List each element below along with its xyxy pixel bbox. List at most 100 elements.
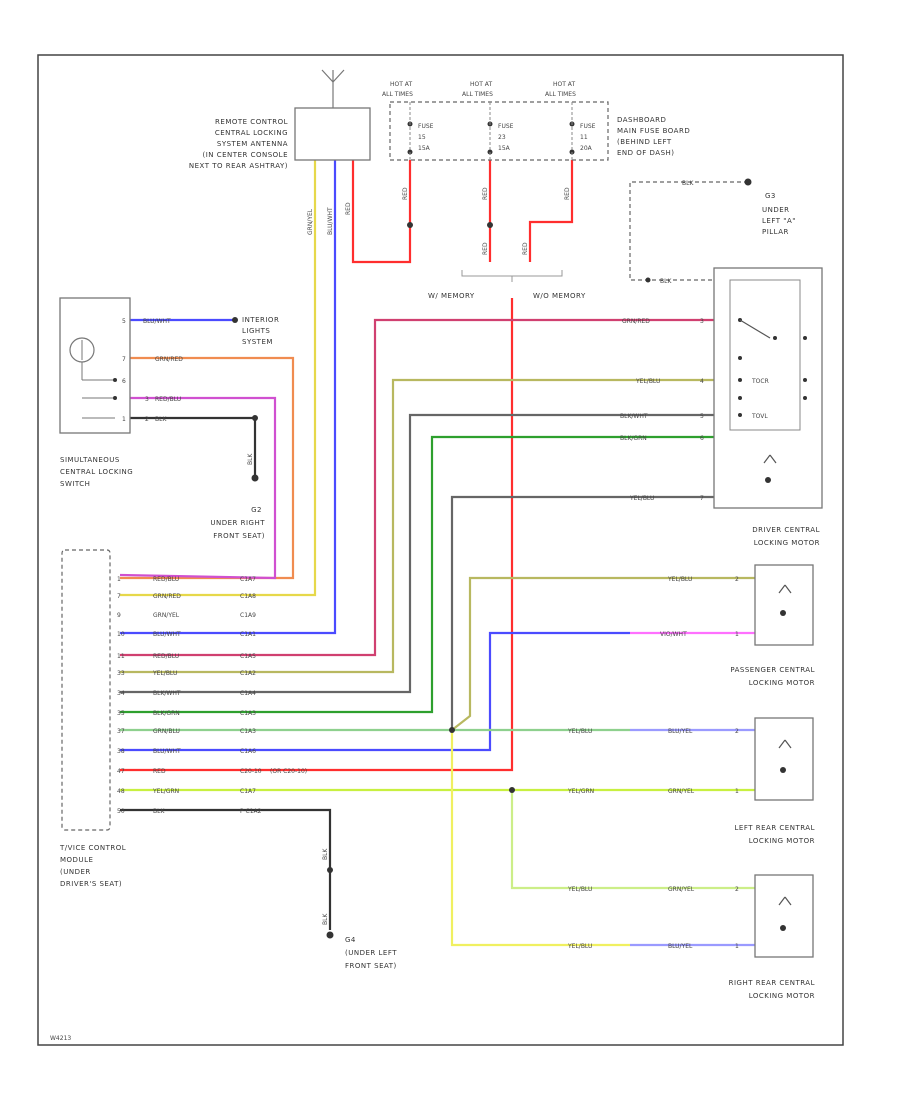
module-pin-number: 47 bbox=[117, 768, 125, 775]
module-connector-id: C1A5 bbox=[240, 653, 256, 660]
g2-label: G2 UNDER RIGHT FRONT SEAT) bbox=[210, 506, 265, 540]
diagram-code: W4213 bbox=[50, 1035, 71, 1042]
wire-antenna-red bbox=[351, 160, 412, 264]
simultaneous-switch bbox=[59, 297, 131, 434]
svg-text:RED: RED bbox=[402, 187, 409, 200]
driver-wire-labels: GRN/RED YEL/BLU BLK/WHT BLK/GRN YEL/BLU … bbox=[620, 318, 769, 502]
svg-text:INTERIOR: INTERIOR bbox=[242, 316, 279, 324]
svg-text:SYSTEM: SYSTEM bbox=[242, 338, 273, 346]
svg-text:LOCKING MOTOR: LOCKING MOTOR bbox=[749, 837, 815, 845]
diagram-frame bbox=[37, 54, 844, 1046]
right-rear-wire-labels: YEL/BLU GRN/YEL YEL/BLU BLU/YEL 2 1 bbox=[567, 886, 739, 950]
wire-label: GRN/YEL bbox=[307, 208, 314, 235]
module-wire-color: BLK/WHT bbox=[153, 690, 181, 697]
module-connector-id: C1A1 bbox=[240, 631, 256, 638]
wire-passenger-blu bbox=[120, 631, 630, 752]
svg-text:BLU/YEL: BLU/YEL bbox=[668, 943, 693, 950]
wire-group bbox=[119, 160, 755, 947]
svg-text:FUSE: FUSE bbox=[418, 123, 434, 130]
svg-text:BLK: BLK bbox=[660, 278, 672, 285]
svg-text:GRN/RED: GRN/RED bbox=[155, 356, 183, 363]
wire-passenger-yel-blu bbox=[451, 576, 755, 731]
module-pin-number: 33 bbox=[117, 670, 125, 677]
wire-driver-yel-blu bbox=[120, 378, 714, 674]
svg-text:(UNDER LEFT: (UNDER LEFT bbox=[345, 949, 397, 957]
switch-title: SIMULTANEOUS CENTRAL LOCKING SWITCH bbox=[60, 456, 133, 488]
svg-text:5: 5 bbox=[700, 413, 704, 420]
svg-text:3: 3 bbox=[145, 396, 149, 403]
module-connector-id: C20-10 bbox=[240, 768, 262, 775]
svg-text:GRN/RED: GRN/RED bbox=[622, 318, 650, 325]
svg-text:ALL TIMES: ALL TIMES bbox=[545, 91, 576, 98]
module-pin-number: 48 bbox=[117, 788, 125, 795]
module-wire-color: RED/BLU bbox=[153, 576, 179, 583]
svg-text:MODULE: MODULE bbox=[60, 856, 93, 864]
svg-text:DRIVER'S SEAT): DRIVER'S SEAT) bbox=[60, 880, 122, 888]
svg-text:GRN/YEL: GRN/YEL bbox=[668, 886, 695, 893]
svg-text:T/VICE CONTROL: T/VICE CONTROL bbox=[59, 844, 126, 852]
module-pin-number: 1 bbox=[117, 576, 121, 583]
module-wire-color: YEL/BLU bbox=[152, 670, 177, 677]
svg-text:TOVL: TOVL bbox=[751, 413, 768, 420]
svg-text:LOCKING MOTOR: LOCKING MOTOR bbox=[754, 539, 820, 547]
svg-text:5: 5 bbox=[122, 318, 126, 325]
svg-text:GRN/YEL: GRN/YEL bbox=[668, 788, 695, 795]
module-connector-id: C1A3 bbox=[240, 710, 256, 717]
svg-text:1: 1 bbox=[735, 788, 739, 795]
svg-text:FUSE: FUSE bbox=[498, 123, 514, 130]
svg-text:PASSENGER CENTRAL: PASSENGER CENTRAL bbox=[730, 666, 815, 674]
module-wire-color: YEL/GRN bbox=[152, 788, 179, 795]
wire-fuse11 bbox=[528, 160, 574, 262]
wire-driver-blk-grn bbox=[120, 435, 714, 714]
svg-text:20A: 20A bbox=[580, 145, 593, 152]
svg-text:HOT AT: HOT AT bbox=[390, 81, 412, 88]
module-pin-number: 38 bbox=[117, 748, 125, 755]
svg-text:LEFT REAR CENTRAL: LEFT REAR CENTRAL bbox=[735, 824, 815, 832]
interior-lights-label: INTERIOR LIGHTS SYSTEM bbox=[242, 316, 279, 346]
g4-wire-label: BLK bbox=[322, 913, 329, 925]
svg-text:3: 3 bbox=[700, 318, 704, 325]
g4-ground-icon bbox=[326, 931, 334, 939]
module-connector-id: C1A3 bbox=[240, 728, 256, 735]
svg-text:FRONT SEAT): FRONT SEAT) bbox=[213, 532, 265, 540]
module-title: T/VICE CONTROL MODULE (UNDER DRIVER'S SE… bbox=[59, 844, 126, 888]
svg-text:LOCKING MOTOR: LOCKING MOTOR bbox=[749, 679, 815, 687]
svg-text:15A: 15A bbox=[498, 145, 511, 152]
svg-text:6: 6 bbox=[122, 378, 126, 385]
module-connector-id: C1A6 bbox=[240, 748, 256, 755]
without-memory-label: W/O MEMORY bbox=[533, 292, 586, 300]
svg-text:VIO/WHT: VIO/WHT bbox=[660, 631, 687, 638]
svg-text:BLK/WHT: BLK/WHT bbox=[620, 413, 648, 420]
svg-text:YEL/BLU: YEL/BLU bbox=[635, 378, 660, 385]
svg-text:TOCR: TOCR bbox=[751, 378, 769, 385]
svg-text:LIGHTS: LIGHTS bbox=[242, 327, 270, 335]
module-connector-id: C1A2 bbox=[240, 670, 256, 677]
svg-text:SWITCH: SWITCH bbox=[60, 480, 90, 488]
svg-text:G3: G3 bbox=[765, 192, 776, 200]
svg-text:G2: G2 bbox=[251, 506, 262, 514]
g3-label: G3 UNDER LEFT "A" PILLAR BLK BLK bbox=[660, 180, 795, 285]
fuse-wire-labels: RED RED RED RED RED bbox=[402, 187, 571, 255]
module-pin-number: 37 bbox=[117, 728, 125, 735]
svg-text:REMOTE CONTROL: REMOTE CONTROL bbox=[215, 118, 288, 126]
svg-text:BLU/YEL: BLU/YEL bbox=[668, 728, 693, 735]
svg-text:HOT AT: HOT AT bbox=[553, 81, 575, 88]
svg-text:7: 7 bbox=[122, 356, 126, 363]
g4-wire-label: BLK bbox=[322, 848, 329, 860]
module-connector-id: C1A7 bbox=[240, 788, 256, 795]
splice-point bbox=[509, 787, 515, 793]
svg-text:11: 11 bbox=[580, 134, 588, 141]
antenna-unit bbox=[294, 69, 371, 161]
svg-text:15A: 15A bbox=[418, 145, 431, 152]
svg-text:YEL/BLU: YEL/BLU bbox=[629, 495, 654, 502]
module-connector-id: C1A8 bbox=[240, 593, 256, 600]
antenna-label: REMOTE CONTROL CENTRAL LOCKING SYSTEM AN… bbox=[189, 118, 288, 170]
module-pin-number: 9 bbox=[117, 612, 121, 619]
svg-text:LOCKING MOTOR: LOCKING MOTOR bbox=[749, 992, 815, 1000]
svg-text:RED: RED bbox=[482, 242, 489, 255]
fuse-board-box bbox=[389, 101, 609, 161]
module-connector-id: C1A7 bbox=[240, 576, 256, 583]
svg-text:RED/BLU: RED/BLU bbox=[155, 396, 181, 403]
svg-text:2: 2 bbox=[145, 416, 149, 423]
